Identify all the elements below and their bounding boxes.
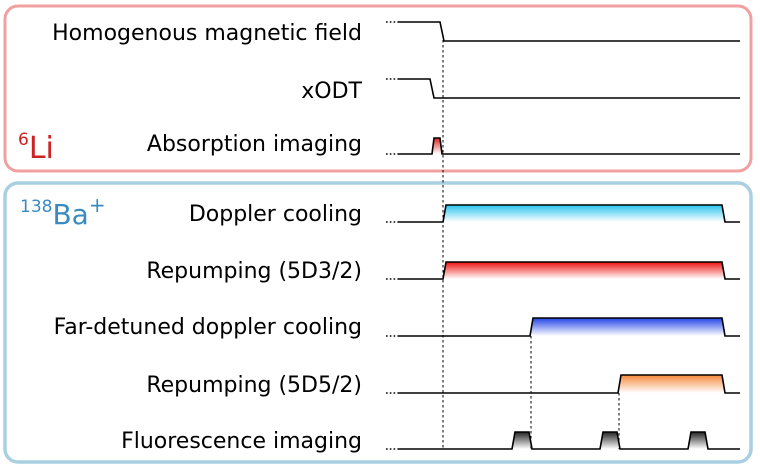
ba-pulse-fluorescence-3 [688,432,708,449]
ba-pulse-far-detuned-doppler [530,318,725,336]
ba-channel-label-doppler-cooling: Doppler cooling [189,202,362,227]
ba-channel-label-fluorescence-imaging: Fluorescence imaging [121,429,362,454]
ba-pulse-fluorescence-1 [512,432,532,449]
li-panel-frame [3,4,753,173]
li-channel-label-xodt: xODT [301,79,362,104]
ba-pulse-repumping-5d52 [618,375,725,393]
li-channel-label-absorption-imaging: Absorption imaging [147,132,362,157]
ba-waveform-fluorescence-imaging [386,431,740,450]
ba-pulse-doppler-cooling [443,205,725,222]
li-species-label: 6Li [18,130,54,166]
li-waveform-magnetic-field [386,21,740,42]
ba-species-mass: 138 [20,197,52,217]
ba-waveform-doppler-cooling [386,204,740,223]
ba-waveform-repumping-5d32 [386,261,740,280]
ba-species-charge: + [89,193,106,217]
li-waveform-absorption-imaging [386,137,740,155]
li-species-symbol: Li [29,131,54,166]
ba-species-label: 138Ba+ [20,193,106,231]
ba-channel-label-repumping-5d52: Repumping (5D5/2) [146,373,362,398]
ba-species-symbol: Ba [52,198,88,231]
ba-waveform-far-detuned-doppler [386,317,740,337]
li-channel-label-magnetic-field: Homogenous magnetic field [52,21,362,46]
li-waveform-xodt [386,78,740,99]
li-pulse-absorption-imaging [432,138,442,154]
ba-channel-label-far-detuned-doppler: Far-detuned doppler cooling [54,315,362,340]
ba-channel-label-repumping-5d32: Repumping (5D3/2) [146,259,362,284]
ba-pulse-repumping-5d32 [443,262,725,279]
li-species-mass: 6 [18,130,29,150]
ba-pulse-fluorescence-2 [600,432,620,449]
ba-waveform-repumping-5d52 [386,374,740,394]
